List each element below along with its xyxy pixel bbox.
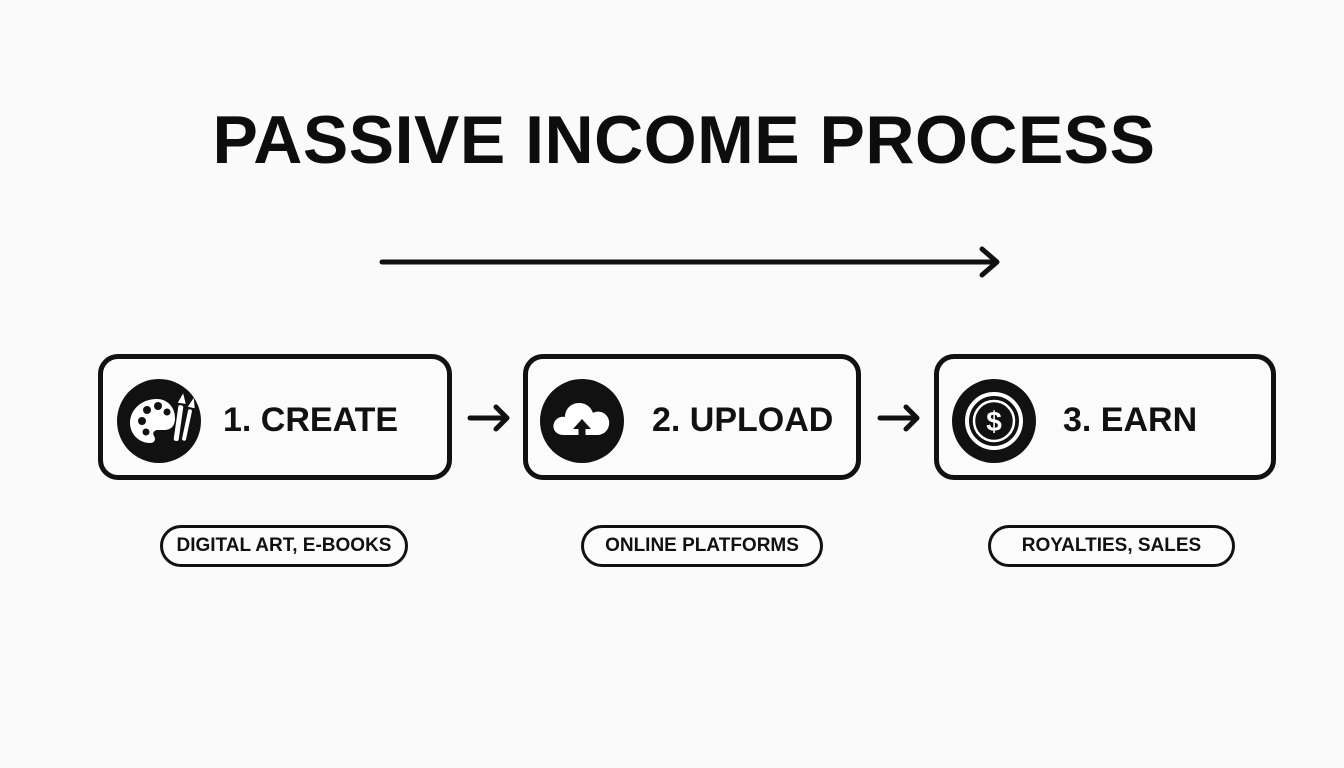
palette-brush-icon [117, 379, 201, 463]
tag-create: DIGITAL ART, E-BOOKS [160, 525, 408, 567]
flow-arrow [379, 246, 1000, 278]
step-label-earn: 3. EARN [1063, 401, 1198, 439]
step-label-upload: 2. UPLOAD [652, 401, 834, 439]
step-earn: $ 3. EARN [934, 354, 1276, 480]
svg-text:$: $ [986, 406, 1002, 437]
dollar-coin-icon: $ [952, 379, 1036, 463]
tag-earn: ROYALTIES, SALES [988, 525, 1235, 567]
step-create: 1. CREATE [98, 354, 452, 480]
connector-arrow-2 [877, 404, 920, 432]
connector-arrow-1 [467, 404, 510, 432]
cloud-upload-icon [540, 379, 624, 463]
step-label-create: 1. CREATE [223, 401, 399, 439]
tag-upload: ONLINE PLATFORMS [581, 525, 823, 567]
diagram-title: PASSIVE INCOME PROCESS [212, 102, 1156, 178]
step-upload: 2. UPLOAD [523, 354, 861, 480]
